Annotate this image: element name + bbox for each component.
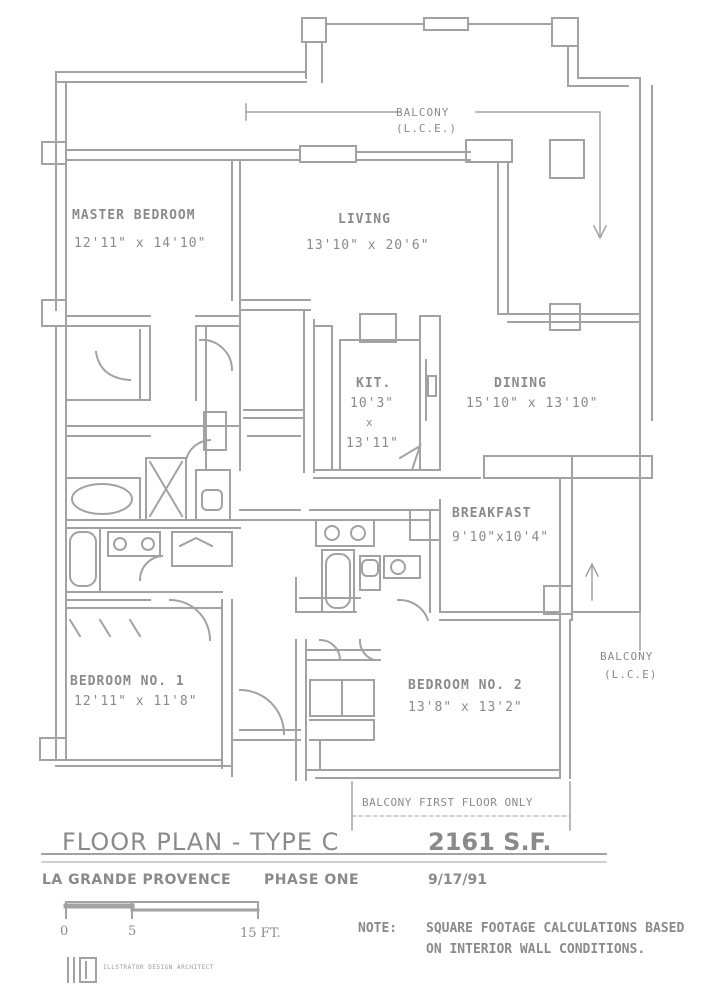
exterior-walls <box>39 71 653 777</box>
project-name: LA GRANDE PROVENCE <box>42 872 232 888</box>
dining-label: DINING <box>494 376 547 391</box>
kitchen-dim-2: 13'11" <box>346 436 399 451</box>
plan-title: FLOOR PLAN - TYPE C <box>62 828 340 856</box>
note-text: SQUARE FOOTAGE CALCULATIONS BASED ON INT… <box>426 921 685 957</box>
living-dims: 13'10" x 20'6" <box>306 238 430 253</box>
bedroom2-walls <box>305 619 571 779</box>
breakfast-label: BREAKFAST <box>452 506 532 521</box>
bedroom1-label: BEDROOM NO. 1 <box>70 674 185 689</box>
kitchen-label: KIT. <box>356 376 392 391</box>
hall-walls <box>231 299 311 781</box>
note-label: NOTE: <box>358 921 398 936</box>
scale-bar <box>63 901 260 919</box>
living-label: LIVING <box>338 212 391 227</box>
bedroom2-label: BEDROOM NO. 2 <box>408 678 523 693</box>
living-front-wall <box>65 139 641 331</box>
balcony-top-label: BALCONY <box>396 106 450 119</box>
dining-dims: 15'10" x 13'10" <box>466 396 599 411</box>
master-bedroom-label: MASTER BEDROOM <box>72 208 196 223</box>
kitchen-dim-1: 10'3" <box>350 396 395 411</box>
master-bedroom-walls <box>65 159 241 471</box>
hall-bath-fixtures <box>295 509 431 622</box>
kitchen-dim-x: x <box>366 416 374 429</box>
bedroom1-dims: 12'11" x 11'8" <box>74 694 198 709</box>
master-bedroom-dims: 12'11" x 14'10" <box>74 236 207 251</box>
dashed-openings <box>239 299 301 511</box>
square-footage: 2161 S.F. <box>428 828 552 856</box>
architect-text: ILLSTRATOR DESIGN ARCHITECT <box>103 964 215 971</box>
top-bay-walls <box>301 17 641 97</box>
balcony-right-label: BALCONY <box>600 650 654 663</box>
balcony-right-lce: (L.C.E) <box>604 668 658 681</box>
master-bath-fixtures <box>65 411 241 642</box>
scale-label-0: 0 <box>60 924 69 939</box>
balcony-top-lce: (L.C.E.) <box>396 122 457 135</box>
scale-label-15: 15 FT. <box>240 926 281 941</box>
project-phase: PHASE ONE <box>264 872 360 888</box>
plan-date: 9/17/91 <box>428 872 487 888</box>
balcony-first-floor-note: BALCONY FIRST FLOOR ONLY <box>362 796 533 809</box>
balcony-markings <box>245 103 641 831</box>
title-rules <box>41 853 607 863</box>
kitchen-walls <box>243 309 441 479</box>
architect-logo <box>67 957 97 983</box>
footage-note: NOTE: SQUARE FOOTAGE CALCULATIONS BASED O… <box>358 918 696 960</box>
breakfast-dims: 9'10"x10'4" <box>452 530 550 545</box>
dining-breakfast-walls <box>409 419 653 621</box>
bedroom2-dims: 13'8" x 13'2" <box>408 700 523 715</box>
scale-label-5: 5 <box>128 924 137 939</box>
